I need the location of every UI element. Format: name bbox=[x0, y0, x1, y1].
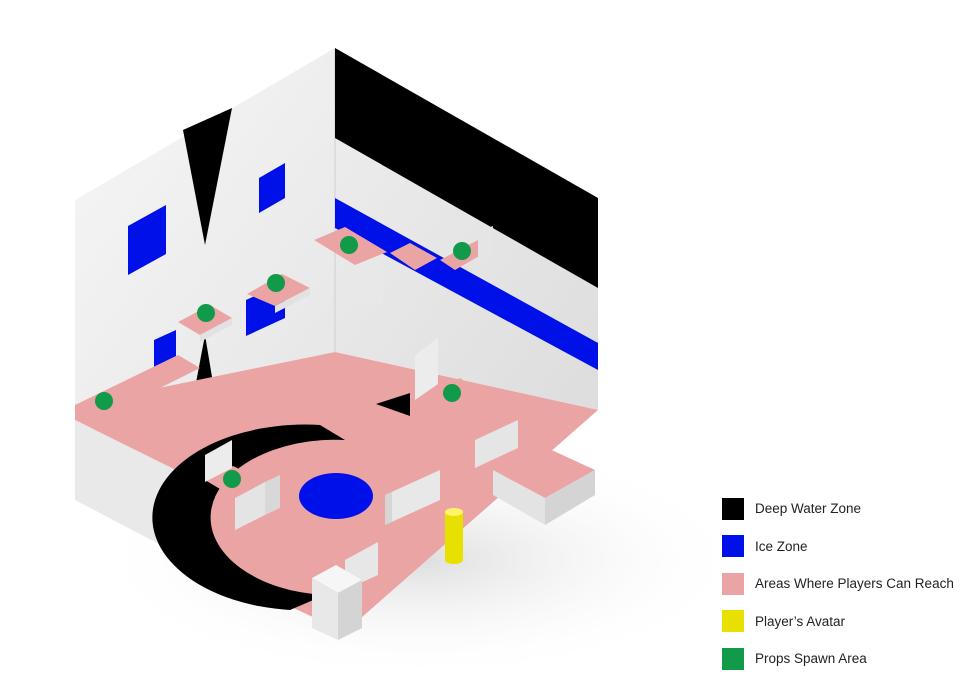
prop-spawn-point bbox=[197, 304, 215, 322]
right-block-front bbox=[475, 420, 518, 468]
ice-wall-panel-2 bbox=[259, 163, 285, 213]
front-pillar-side bbox=[338, 580, 362, 640]
front-step-front bbox=[235, 482, 265, 530]
shelf-3-support bbox=[357, 265, 383, 305]
prop-spawn-point bbox=[223, 470, 241, 488]
legend: Deep Water Zone Ice Zone Areas Where Pla… bbox=[722, 490, 972, 678]
prop-spawn-point bbox=[443, 384, 461, 402]
right-platform-front bbox=[493, 470, 545, 525]
legend-label-reachable: Areas Where Players Can Reach bbox=[755, 576, 954, 592]
deep-water-floor-arc bbox=[152, 424, 345, 610]
prop-spawn-point bbox=[267, 274, 285, 292]
legend-swatch-props bbox=[722, 647, 744, 670]
shelf-2-front bbox=[275, 288, 310, 313]
deep-water-spike-upper bbox=[183, 108, 232, 245]
floor-wall-center bbox=[385, 470, 440, 525]
front-step-back bbox=[205, 440, 232, 482]
legend-item-avatar: Player’s Avatar bbox=[722, 603, 972, 641]
legend-item-ice: Ice Zone bbox=[722, 528, 972, 566]
prop-spawn-point bbox=[340, 236, 358, 254]
deep-water-floor-wedge bbox=[376, 393, 410, 416]
left-ledge-top bbox=[75, 355, 205, 472]
player-avatar-top bbox=[445, 508, 463, 516]
shelf-4-top bbox=[390, 243, 437, 270]
legend-swatch-deep-water bbox=[722, 497, 744, 520]
legend-label-ice: Ice Zone bbox=[755, 538, 808, 554]
front-step-side bbox=[265, 475, 280, 515]
ice-wall-band bbox=[335, 198, 598, 370]
legend-label-deep-water: Deep Water Zone bbox=[755, 501, 862, 517]
shelf-5-back bbox=[478, 226, 493, 266]
legend-item-props: Props Spawn Area bbox=[722, 640, 972, 678]
right-platform-side bbox=[545, 470, 595, 525]
legend-swatch-reachable bbox=[722, 572, 744, 595]
floor-wall-center-side bbox=[385, 492, 392, 525]
right-block-back-panel bbox=[415, 338, 438, 400]
ice-floor-disc bbox=[299, 473, 373, 519]
prop-spawn-point bbox=[95, 392, 113, 410]
prop-spawn-point bbox=[453, 242, 471, 260]
right-platform-top bbox=[493, 440, 595, 498]
ice-wall-panel-1 bbox=[128, 205, 166, 275]
front-pillar-top bbox=[312, 565, 362, 593]
right-block-top bbox=[418, 378, 518, 440]
legend-swatch-avatar bbox=[722, 610, 744, 633]
player-avatar-body bbox=[445, 512, 463, 560]
player-avatar-base bbox=[445, 556, 463, 564]
ice-wall-panel-4 bbox=[154, 330, 176, 368]
shelf-1-front bbox=[200, 318, 232, 342]
front-pillar-front bbox=[312, 578, 338, 640]
legend-swatch-ice bbox=[722, 535, 744, 558]
legend-item-deep-water: Deep Water Zone bbox=[722, 490, 972, 528]
legend-label-props: Props Spawn Area bbox=[755, 651, 867, 667]
legend-item-reachable: Areas Where Players Can Reach bbox=[722, 565, 972, 603]
deep-water-wall-band bbox=[335, 48, 598, 288]
legend-label-avatar: Player’s Avatar bbox=[755, 613, 846, 629]
